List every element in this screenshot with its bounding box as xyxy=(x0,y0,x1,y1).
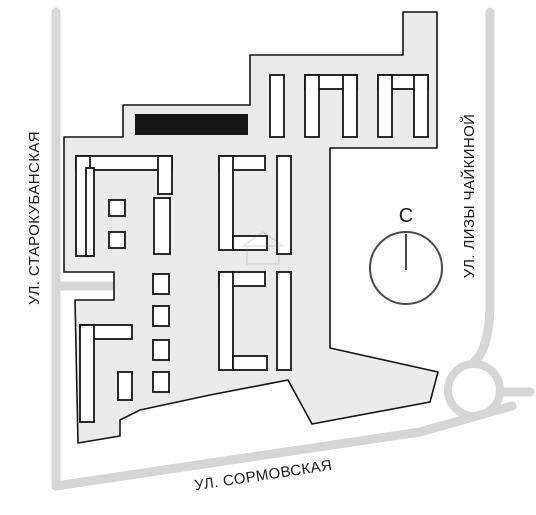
building xyxy=(269,74,285,138)
building xyxy=(152,273,170,295)
building xyxy=(152,371,170,393)
building xyxy=(85,167,95,257)
building xyxy=(152,339,170,361)
building xyxy=(232,235,268,251)
building xyxy=(276,155,292,255)
building xyxy=(304,74,320,138)
building-cluster-center-top xyxy=(218,155,292,255)
building xyxy=(413,74,429,138)
building xyxy=(377,74,393,138)
building xyxy=(218,271,234,371)
building xyxy=(153,197,171,255)
watermark-logo xyxy=(240,231,286,265)
building xyxy=(79,324,95,423)
building xyxy=(108,199,126,217)
dark-building xyxy=(135,114,248,135)
building xyxy=(276,271,292,371)
building-cluster-west-bottom xyxy=(79,273,170,423)
compass: С xyxy=(369,205,443,305)
building xyxy=(108,231,126,249)
roundabout xyxy=(444,360,504,420)
compass-north-label: С xyxy=(399,205,413,227)
building-cluster-center-bottom xyxy=(218,271,292,371)
building-cluster-north xyxy=(269,74,429,138)
road-east xyxy=(469,7,495,367)
building xyxy=(342,74,358,138)
building xyxy=(117,371,133,401)
building xyxy=(152,305,170,327)
building xyxy=(218,155,234,251)
building xyxy=(232,355,268,371)
street-label-west: УЛ. СТАРОКУБАНСКАЯ xyxy=(26,131,43,305)
roads xyxy=(51,7,535,491)
street-label-east: УЛ. ЛИЗЫ ЧАЙКИНОЙ xyxy=(460,114,478,279)
building xyxy=(157,155,173,195)
compass-circle xyxy=(369,231,443,305)
building-cluster-west-top xyxy=(75,155,173,257)
